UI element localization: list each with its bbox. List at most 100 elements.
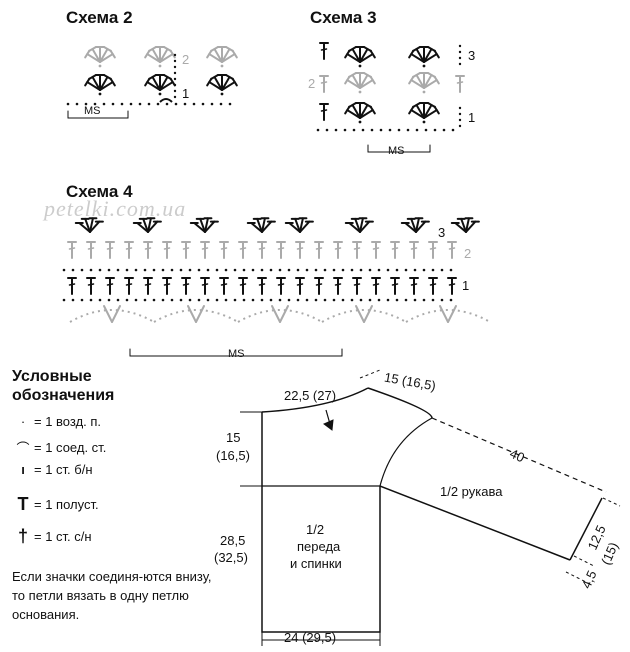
half-double-stroke [359, 217, 364, 233]
stitch-symbol [276, 241, 286, 259]
half-double-stroke [404, 222, 417, 233]
chain-dot [251, 268, 255, 272]
legend-item-slip-stitch: ⌒ = 1 соед. ст. [12, 438, 106, 457]
sleeve-label: 1/2 рукава [440, 484, 503, 499]
chain-dot [269, 298, 273, 302]
chain-dot [341, 268, 345, 272]
chain-dot [397, 128, 401, 132]
chain-dot [80, 268, 84, 272]
schematic-line [565, 555, 595, 585]
stitch-cross [334, 283, 342, 286]
stitch-symbol [409, 241, 419, 259]
half-double-stroke [193, 222, 206, 233]
half-double-stroke [204, 220, 216, 233]
legend-title-line-2: обозначения [12, 387, 115, 404]
body-label-3: и спинки [290, 556, 342, 571]
stitch-cross [353, 247, 361, 250]
chain-dot [220, 92, 224, 96]
stitch-symbol [447, 241, 457, 259]
double-crochet-stroke [213, 76, 223, 91]
chain-dot [278, 268, 282, 272]
shell-group [344, 46, 376, 68]
stitch-top-bar [412, 102, 421, 109]
stitch-top-bar [433, 75, 440, 85]
double-crochet-stroke [415, 48, 425, 63]
half-double-stroke [147, 217, 152, 233]
stitch-cross [372, 283, 380, 286]
chain-dot [404, 268, 408, 272]
shell-group [84, 46, 116, 68]
schematic-line [431, 417, 607, 493]
stitch-top-bar [348, 72, 357, 79]
schematic-line [367, 387, 433, 419]
stitch-top-bar [231, 77, 238, 87]
chain-dot [458, 44, 462, 48]
schema-3-row-2: 2 [308, 76, 316, 91]
stitch-top-bar [88, 46, 97, 53]
armhole-depth-label-a: 15 [226, 430, 241, 445]
chain-dot [305, 268, 309, 272]
repeat-bracket [129, 348, 343, 357]
stitch-symbol [238, 277, 248, 295]
stitch-symbol [314, 277, 324, 295]
chain-dot [287, 298, 291, 302]
shell-group [408, 46, 440, 68]
chain-dot [158, 92, 162, 96]
chain-dot [120, 102, 124, 106]
chain-dot [458, 106, 462, 110]
double-crochet-stroke [346, 53, 361, 63]
legend-label: = 1 ст. с/н [34, 529, 92, 544]
half-double-stroke [454, 222, 467, 233]
legend-item-chain: · = 1 возд. п. [12, 414, 101, 429]
double-crochet-stroke [359, 53, 374, 63]
double-crochet-stroke [146, 53, 161, 63]
double-crochet-stroke [208, 53, 223, 63]
stitch-cross [315, 283, 323, 286]
chain-dot [84, 102, 88, 106]
stitch-cross [87, 247, 95, 250]
double-crochet-stroke [221, 81, 236, 91]
chain-dot [314, 268, 318, 272]
double-crochet-stroke [221, 48, 231, 63]
gray-stitch-stroke [271, 305, 281, 323]
chain-dot [93, 102, 97, 106]
half-double-stroke [89, 220, 101, 233]
schema-2-heading: Схема 2 [66, 8, 133, 27]
double-crochet-stroke [99, 48, 109, 63]
schema-3-repeat-label: MS [388, 145, 405, 157]
double-crochet-stroke [423, 48, 433, 63]
chain-dot [170, 298, 174, 302]
stitch-cross [144, 247, 152, 250]
body-label-1: 1/2 [306, 522, 325, 537]
double-crochet-stroke [423, 109, 438, 119]
stitch-cross [410, 283, 418, 286]
chain-dot [422, 268, 426, 272]
legend-label: = 1 возд. п. [34, 414, 102, 429]
chain-dot [314, 298, 318, 302]
chain-dot [89, 298, 93, 302]
double-crochet-stroke [208, 81, 223, 91]
schematic-line [602, 497, 621, 507]
shell-group [408, 102, 440, 124]
stitch-symbol [295, 241, 305, 259]
half-double-stroke [261, 217, 266, 233]
chain-dot [173, 53, 177, 57]
chain-dot [192, 102, 196, 106]
double-crochet-stroke [423, 104, 433, 119]
chain-dot [80, 298, 84, 302]
chain-dot [111, 102, 115, 106]
schematic-line [569, 497, 603, 561]
chain-dot [395, 298, 399, 302]
double-crochet-stroke [351, 104, 361, 119]
stitch-cross [220, 247, 228, 250]
chain-dot [332, 298, 336, 302]
stitch-cross [277, 247, 285, 250]
chain-dot [305, 298, 309, 302]
chain-dot [332, 268, 336, 272]
schematic-line [261, 387, 369, 413]
stitch-symbol [371, 241, 381, 259]
half-double-stroke [256, 217, 263, 233]
stitch-cross [429, 283, 437, 286]
half-double-stroke [204, 217, 209, 233]
